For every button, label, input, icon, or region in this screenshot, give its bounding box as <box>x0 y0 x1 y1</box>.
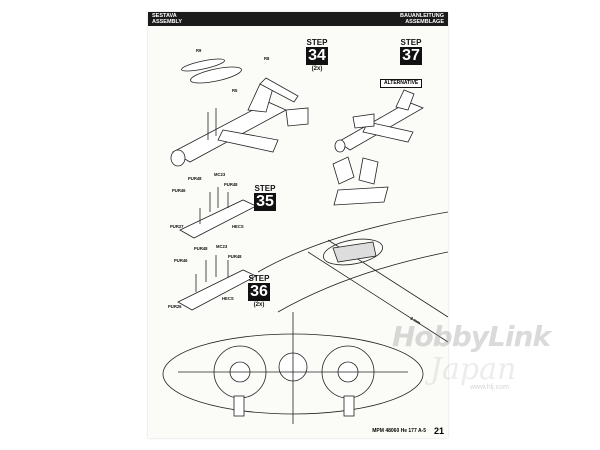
panel-step36 <box>177 255 257 311</box>
step-36: STEP 36 (2x) <box>248 274 270 309</box>
label-step36-hecs: HECS <box>222 296 234 301</box>
watermark-url: www.hlj.com <box>470 384 509 391</box>
step-36-number: 36 <box>248 283 270 301</box>
label-r5: R5 <box>232 88 238 93</box>
label-step35-pur46: PUR46 <box>172 188 186 193</box>
step-37: STEP 37 <box>400 38 422 65</box>
label-step36-mc23: MC23 <box>216 244 228 249</box>
assembly-drawing <box>162 58 448 424</box>
front-view-detail <box>162 312 424 424</box>
header-right: BAUANLEITUNG ASSEMBLAGE <box>400 13 444 25</box>
label-step35-pur48-left: PUR48 <box>188 176 202 181</box>
step-36-word: STEP <box>248 274 270 283</box>
instruction-page: SESTAVA ASSEMBLY BAUANLEITUNG ASSEMBLAGE <box>148 12 448 438</box>
step-34: STEP 34 (2x) <box>306 38 328 73</box>
step-37-word: STEP <box>400 38 422 47</box>
page-header: SESTAVA ASSEMBLY BAUANLEITUNG ASSEMBLAGE <box>148 12 448 26</box>
page-footer: MPM 48060 He 177 A-5 21 <box>148 422 448 438</box>
wing-underside <box>257 211 448 343</box>
watermark-japan: Japan <box>430 352 517 387</box>
step-34-number: 34 <box>306 47 328 65</box>
header-left: SESTAVA ASSEMBLY <box>152 13 182 25</box>
label-step36-pur26: PUR26 <box>168 304 182 309</box>
panel-step35 <box>179 187 257 239</box>
step-36-qty: (2x) <box>253 302 265 308</box>
alternative-label: ALTERNATIVE <box>380 79 423 88</box>
step-35: STEP 35 <box>254 184 276 211</box>
nacelle-step37 <box>334 89 424 153</box>
footer-kit-code: MPM 48060 He 177 A-5 <box>372 428 426 434</box>
label-step35-pur48-right: PUR48 <box>224 182 238 187</box>
header-right-french: ASSEMBLAGE <box>405 19 444 25</box>
nacelle-step34 <box>170 77 309 167</box>
label-r9: R9 <box>196 48 202 53</box>
label-step36-pur48-right: PUR48 <box>228 254 242 259</box>
header-right-german: BAUANLEITUNG <box>400 13 444 19</box>
label-r8: R8 <box>264 56 270 61</box>
watermark-brand: HobbyLink <box>392 320 551 353</box>
step-34-word: STEP <box>306 38 328 47</box>
label-step35-mc23: MC23 <box>214 172 226 177</box>
step-35-word: STEP <box>254 184 276 193</box>
drop-tank-r9 <box>181 58 242 84</box>
step-34-qty: (2x) <box>311 66 323 72</box>
page-number: 21 <box>433 426 444 436</box>
header-left-english: ASSEMBLY <box>152 19 183 25</box>
label-step36-pur46: PUR46 <box>174 258 188 263</box>
step-37-number: 37 <box>400 47 422 65</box>
label-step36-pur48-left: PUR48 <box>194 246 208 251</box>
label-step35-pur27: PUR27 <box>170 224 184 229</box>
bay-parts-step37 <box>332 156 389 206</box>
step-35-number: 35 <box>254 193 276 211</box>
header-left-czech: SESTAVA <box>152 13 177 19</box>
label-step35-hecs: HECS <box>232 224 244 229</box>
